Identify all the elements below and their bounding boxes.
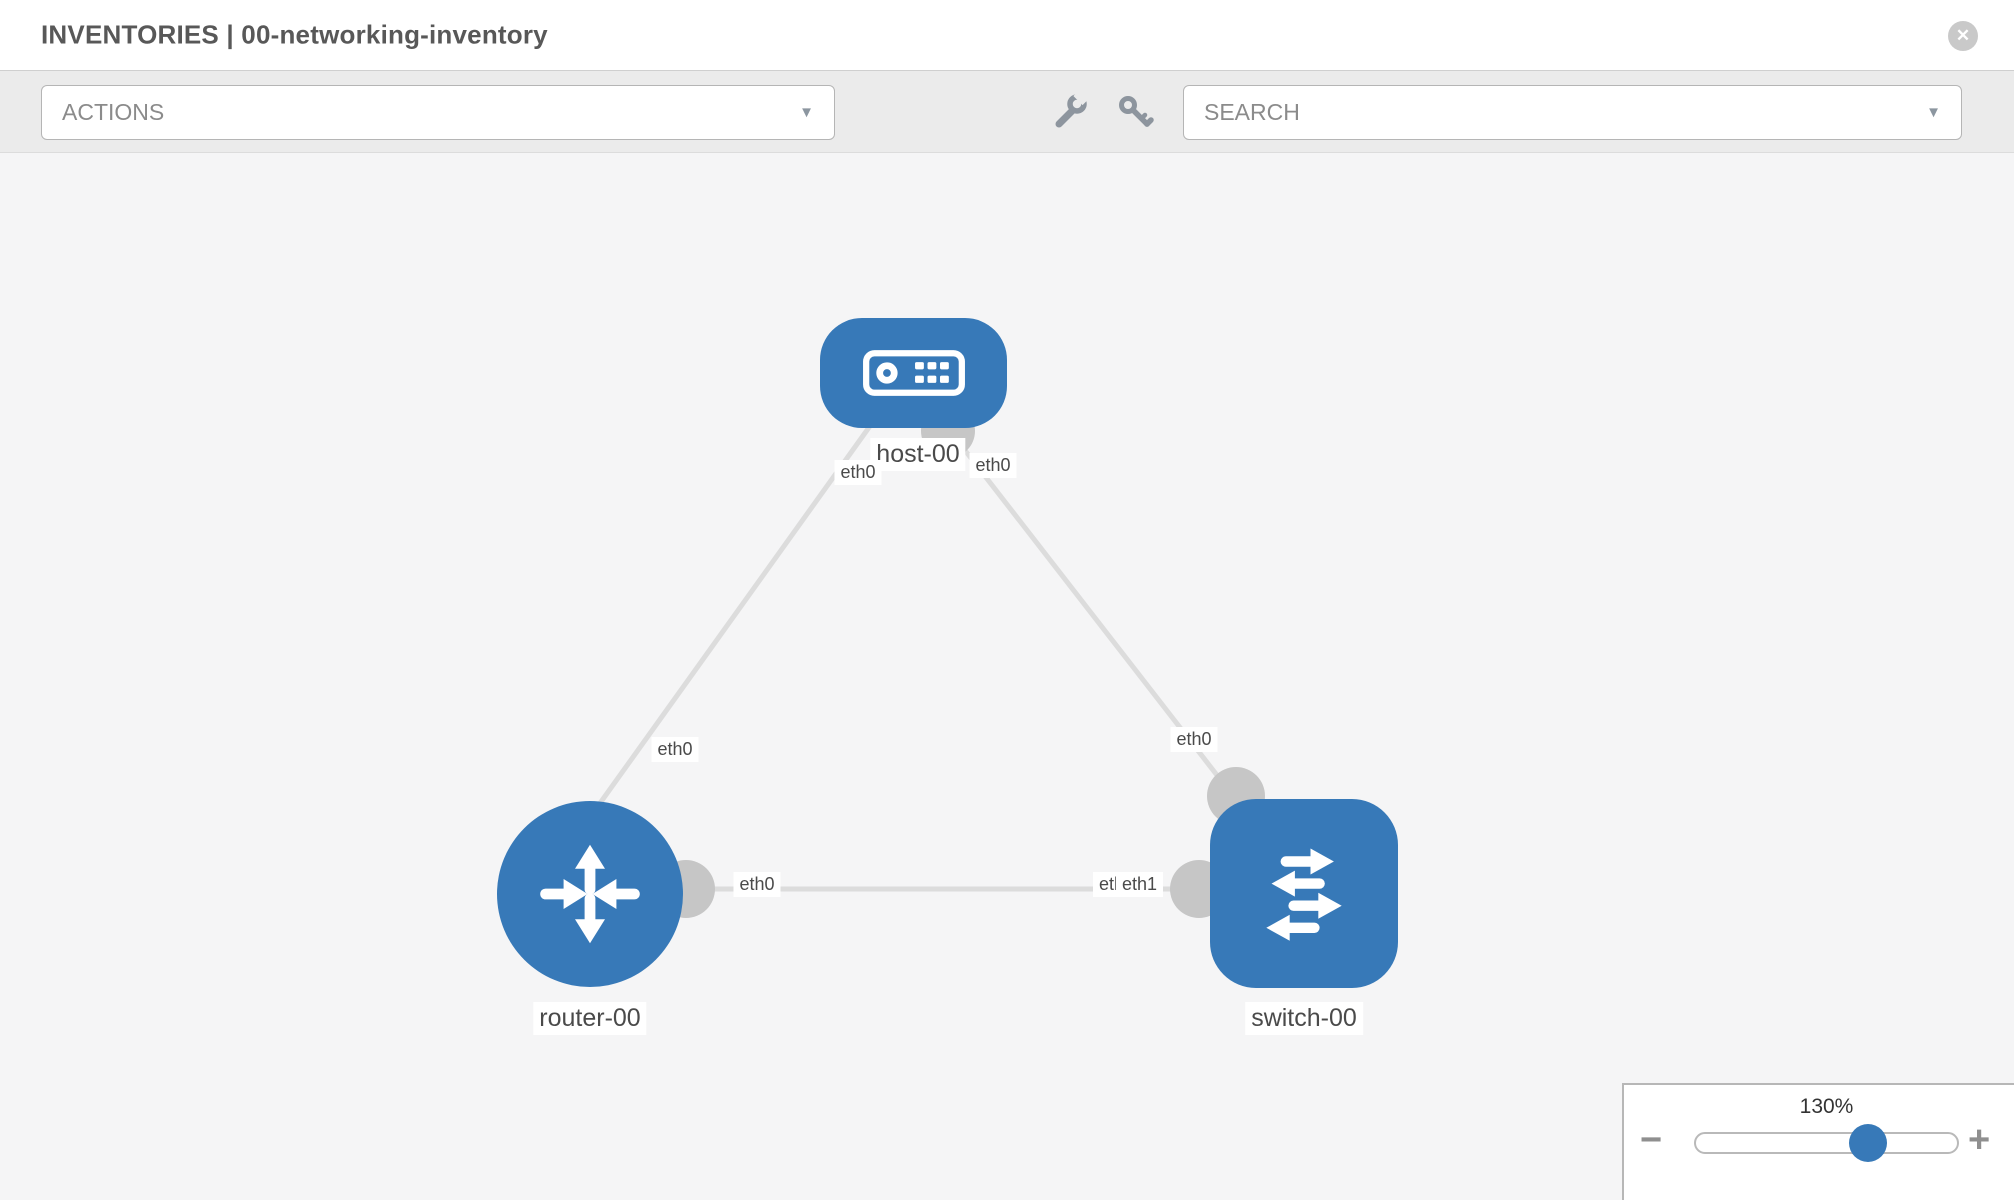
search-dropdown[interactable]: SEARCH ▼ [1183,85,1962,140]
router-icon [540,844,640,944]
interface-label-host-eth0-right: eth0 [969,453,1017,478]
topology-links-layer [595,404,1265,918]
switch-icon [1266,848,1342,941]
zoom-level-value: 130% [1799,1095,1854,1118]
credentials-button[interactable] [1116,93,1156,133]
plus-icon: + [1968,1119,1991,1161]
toolbar: ACTIONS ▼ SEARCH ▼ [0,71,2014,153]
node-host-00[interactable] [820,318,1007,428]
node-label-host[interactable]: host-00 [870,438,966,472]
interface-label-host-eth0-left: eth0 [834,460,882,485]
page-header: INVENTORIES | 00-networking-inventory ✕ [0,0,2014,71]
configure-tools-button[interactable] [1050,88,1090,133]
actions-dropdown[interactable]: ACTIONS ▼ [41,85,835,140]
zoom-slider-track[interactable] [1694,1124,1959,1162]
topology-canvas[interactable]: host-00 eth0 eth0 eth0 eth0 eth0 eth0 et… [0,154,2014,1200]
interface-label-switch-left-eth1: eth1 [1116,872,1164,897]
actions-dropdown-label: ACTIONS [62,99,165,125]
host-icon [862,350,965,396]
interface-label-router-top-eth0: eth0 [651,737,699,762]
node-label-router[interactable]: router-00 [533,1002,647,1036]
close-button[interactable]: ✕ [1948,21,1978,51]
chevron-down-icon: ▼ [1926,104,1941,121]
link-line-host-router[interactable] [595,424,873,808]
close-icon: ✕ [1955,26,1971,45]
search-dropdown-label: SEARCH [1204,99,1300,125]
interface-label-router-right-eth0: eth0 [733,872,781,897]
wrench-icon [1055,88,1090,128]
page-title: INVENTORIES | 00-networking-inventory [41,19,548,50]
minus-icon: − [1640,1119,1663,1161]
key-icon [1119,96,1154,127]
node-switch-00[interactable] [1210,799,1398,988]
zoom-slider-thumb[interactable] [1849,1124,1887,1162]
interface-label-switch-top-eth0: eth0 [1170,727,1218,752]
zoom-out-button[interactable]: − [1640,1121,1662,1159]
node-router-00[interactable] [497,801,683,987]
zoom-panel: 130% − + [1622,1083,2014,1200]
zoom-in-button[interactable]: + [1968,1121,1990,1159]
node-label-switch[interactable]: switch-00 [1245,1002,1363,1036]
chevron-down-icon: ▼ [799,104,814,121]
